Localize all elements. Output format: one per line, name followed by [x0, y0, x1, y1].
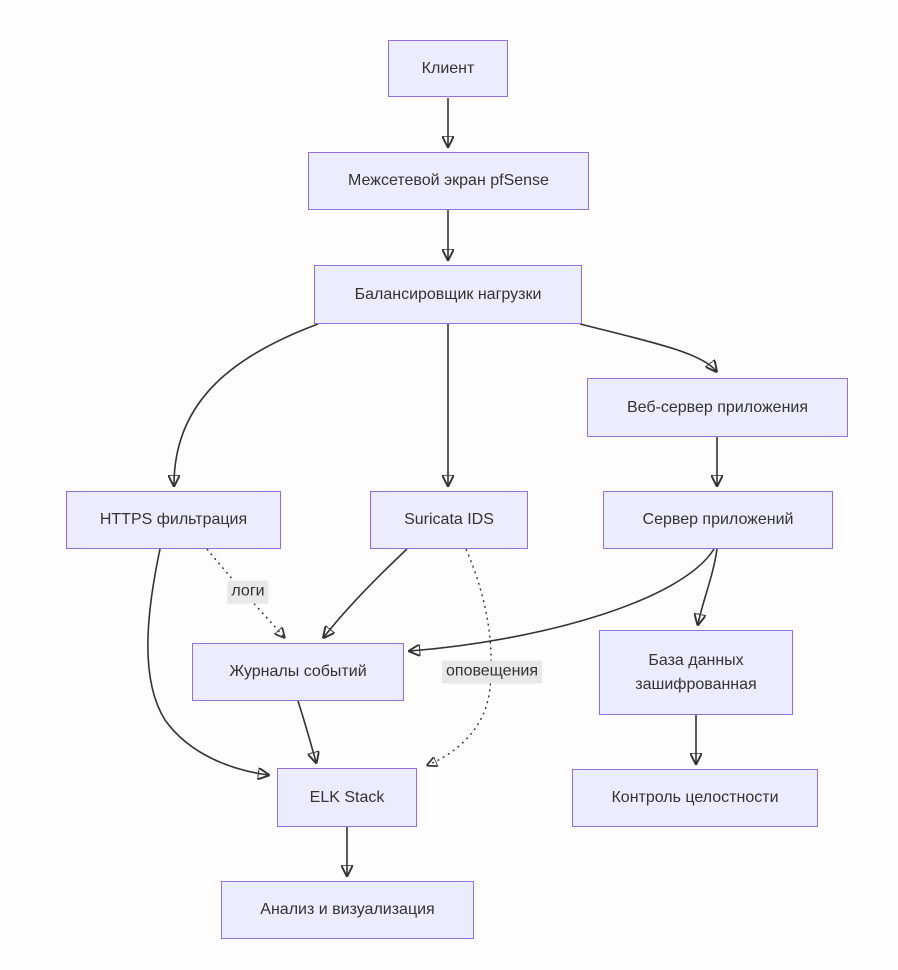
edge-appserver-logs: [410, 548, 715, 651]
node-elk-stack: ELK Stack: [277, 768, 417, 827]
node-firewall: Межсетевой экран pfSense: [308, 152, 589, 210]
edge-balancer-https-filter: [174, 323, 319, 485]
edge-label-alerts: оповещения: [442, 660, 542, 684]
node-integrity-control: Контроль целостности: [572, 769, 818, 827]
node-https-filter: HTTPS фильтрация: [66, 491, 281, 549]
edge-logs-elk: [297, 700, 316, 762]
node-app-server: Сервер приложений: [603, 491, 833, 549]
node-encrypted-db: База данных зашифрованная: [599, 630, 793, 715]
node-web-server: Веб-сервер приложения: [587, 378, 848, 437]
edge-suricata-elk: [428, 548, 492, 765]
node-client: Клиент: [388, 40, 508, 97]
edge-suricata-logs: [324, 548, 408, 637]
edge-label-logs: логи: [227, 580, 269, 604]
edge-balancer-webserver: [579, 323, 716, 371]
node-analysis-visualization: Анализ и визуализация: [221, 881, 474, 939]
edge-https-filter-elk: [147, 548, 268, 775]
node-suricata-ids: Suricata IDS: [370, 491, 528, 549]
edge-appserver-db: [698, 548, 718, 624]
node-event-logs: Журналы событий: [192, 643, 404, 701]
node-load-balancer: Балансировщик нагрузки: [314, 265, 582, 324]
